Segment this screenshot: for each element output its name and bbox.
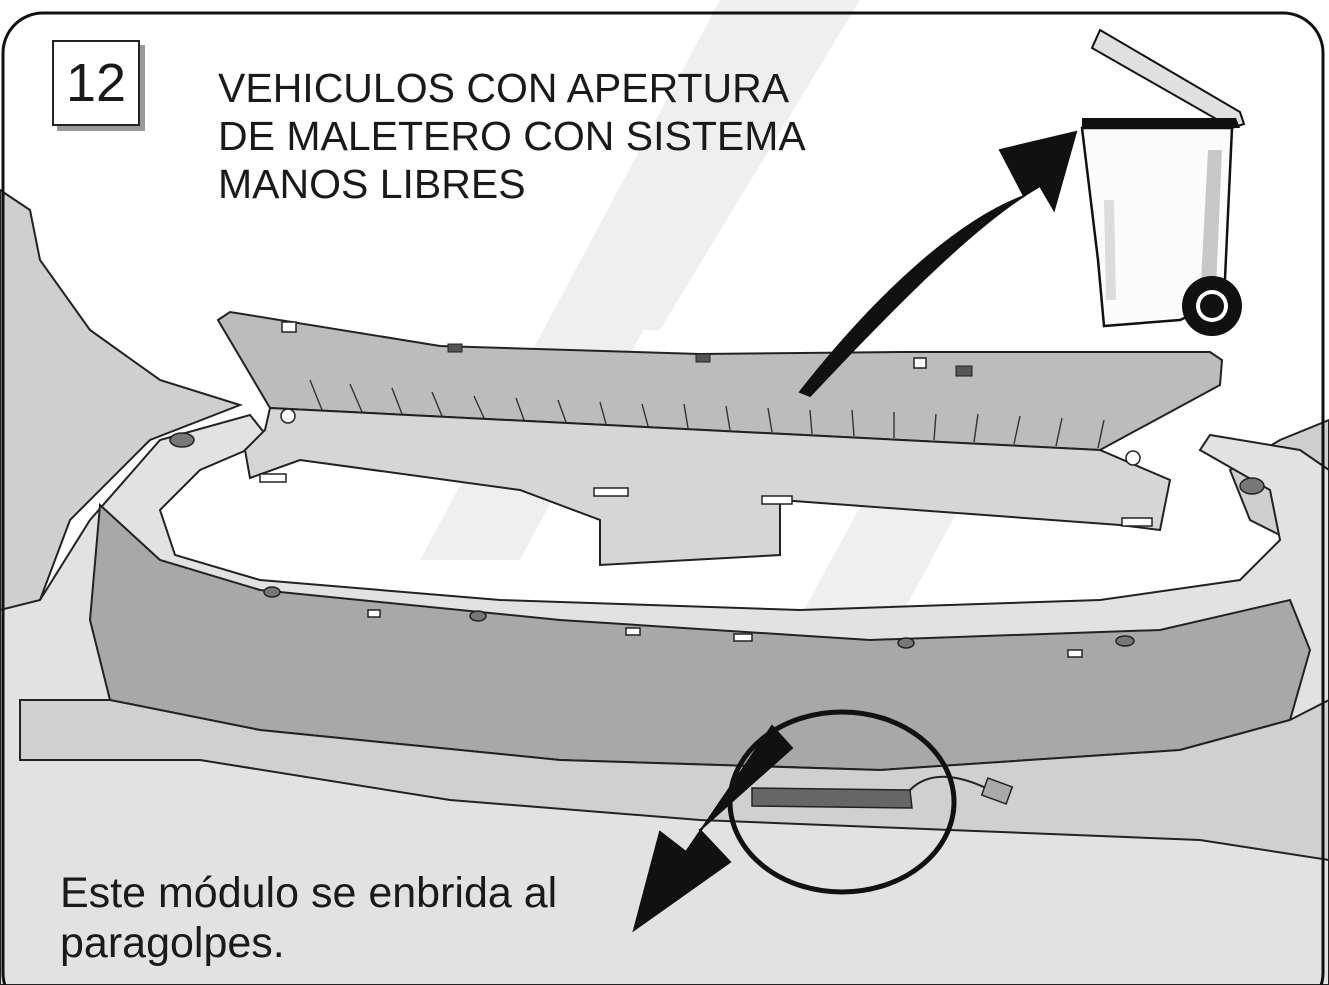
note-line-1: Este módulo se enbrida al — [60, 869, 558, 917]
sensor-module — [751, 787, 913, 809]
arrow-to-module-icon — [632, 724, 794, 933]
bracket-tabs — [447, 343, 973, 377]
sensor-connector — [980, 777, 1014, 805]
sensor-cable — [909, 775, 991, 791]
bracket-slots — [259, 321, 1153, 658]
title-line-3: MANOS LIBRES — [218, 161, 526, 207]
title-line-1: VEHICULOS CON APERTURA — [218, 65, 790, 111]
reinforcement-bracket-lower — [243, 406, 1172, 567]
step-number-box: 12 — [52, 40, 140, 126]
instruction-note: Este módulo se enbrida al paragolpes. — [60, 868, 700, 968]
step-number: 12 — [65, 53, 127, 113]
panel-frame — [1, 11, 1325, 985]
bumper-valance — [19, 698, 1329, 862]
trash-bin-icon — [1080, 28, 1246, 336]
title-line-2: DE MALETERO CON SISTEMA — [218, 113, 806, 159]
arrow-to-bin-icon — [798, 130, 1078, 398]
bracket-ribs — [309, 379, 1105, 449]
instruction-title: VEHICULOS CON APERTURA DE MALETERO CON S… — [218, 64, 918, 208]
note-line-2: paragolpes. — [60, 919, 285, 967]
bumper-holes — [169, 432, 1265, 649]
